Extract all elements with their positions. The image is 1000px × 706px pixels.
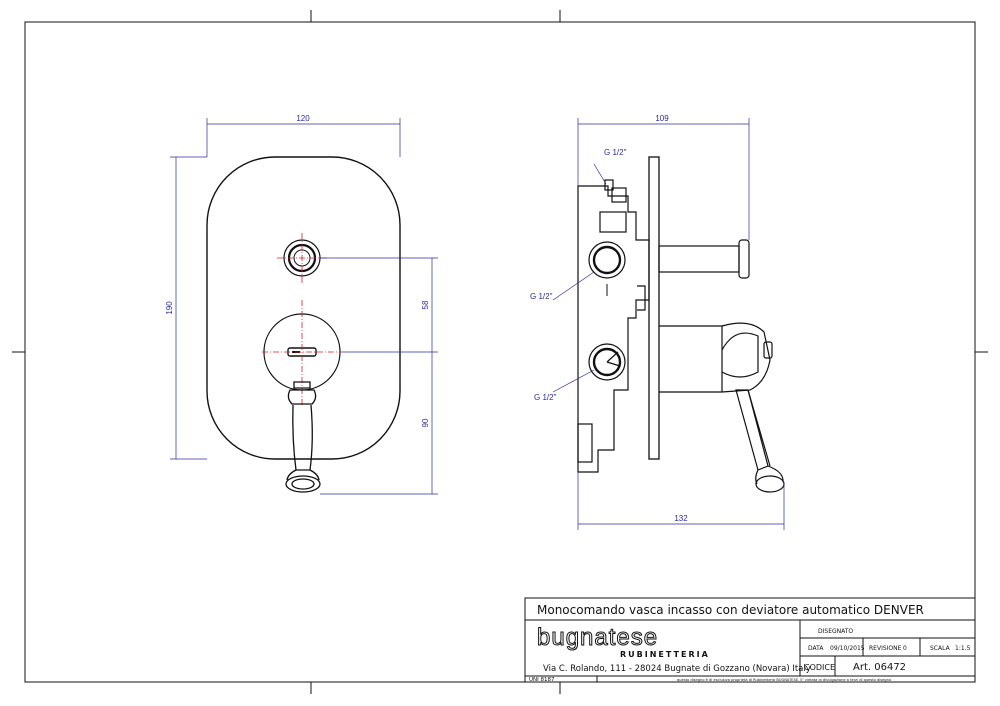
dim-width-label: 120 [296,114,310,123]
side-view: G 1/2" G 1/2" G 1/2" 109 132 [530,114,785,530]
dim-lower-label: 90 [421,418,430,427]
product-title: Monocomando vasca incasso con deviatore … [537,603,924,617]
brand-logo: bugnatese [537,624,658,651]
disclaimer-text: questo disegno è di esclusiva proprietà … [677,678,891,682]
thread-top-label: G 1/2" [604,148,627,157]
company-address: Via C. Rolando, 111 - 28024 Bugnate di G… [543,664,811,674]
data-label: DATA [808,645,824,652]
upper-port [588,241,626,296]
drawing-frame [12,10,988,694]
disegnato-label: DISEGNATO [818,628,853,635]
thread-leaders [552,163,607,393]
valve-body [577,179,650,473]
standard-label: UNI 8187 [529,677,555,683]
dim-depth-top [577,118,750,240]
dim-height-label: 190 [165,301,174,315]
brand-subtitle: RUBINETTERIA [620,650,710,659]
front-view: 120 190 58 90 [165,114,438,495]
scala-label: SCALA [930,645,951,652]
diverter-stem [658,239,750,279]
diverter-centerline [277,233,327,283]
codice-label: CODICE [804,663,835,672]
scala-value: 1:1.5 [955,645,971,652]
dim-width [206,118,401,157]
thread-low-label: G 1/2" [534,393,557,402]
lever-handle [285,381,321,493]
dim-depth-top-label: 109 [655,114,669,123]
lower-port [588,343,626,381]
side-cover-plate [648,156,660,460]
mixer-handle-side [659,322,785,493]
revisione-value: 0 [903,645,907,652]
cover-plate [206,156,401,460]
dim-right-chain [320,257,438,495]
codice-value: Art. 06472 [853,662,906,673]
data-value: 09/10/2015 [830,645,865,652]
dim-upper-label: 58 [421,300,430,309]
dim-height [170,156,207,460]
mixer-centerline [262,300,342,405]
revisione-label: REVISIONE [869,645,902,652]
dim-depth-bottom [577,472,785,530]
thread-mid-label: G 1/2" [530,292,553,301]
title-block [524,597,976,683]
dim-depth-bottom-label: 132 [674,514,688,523]
